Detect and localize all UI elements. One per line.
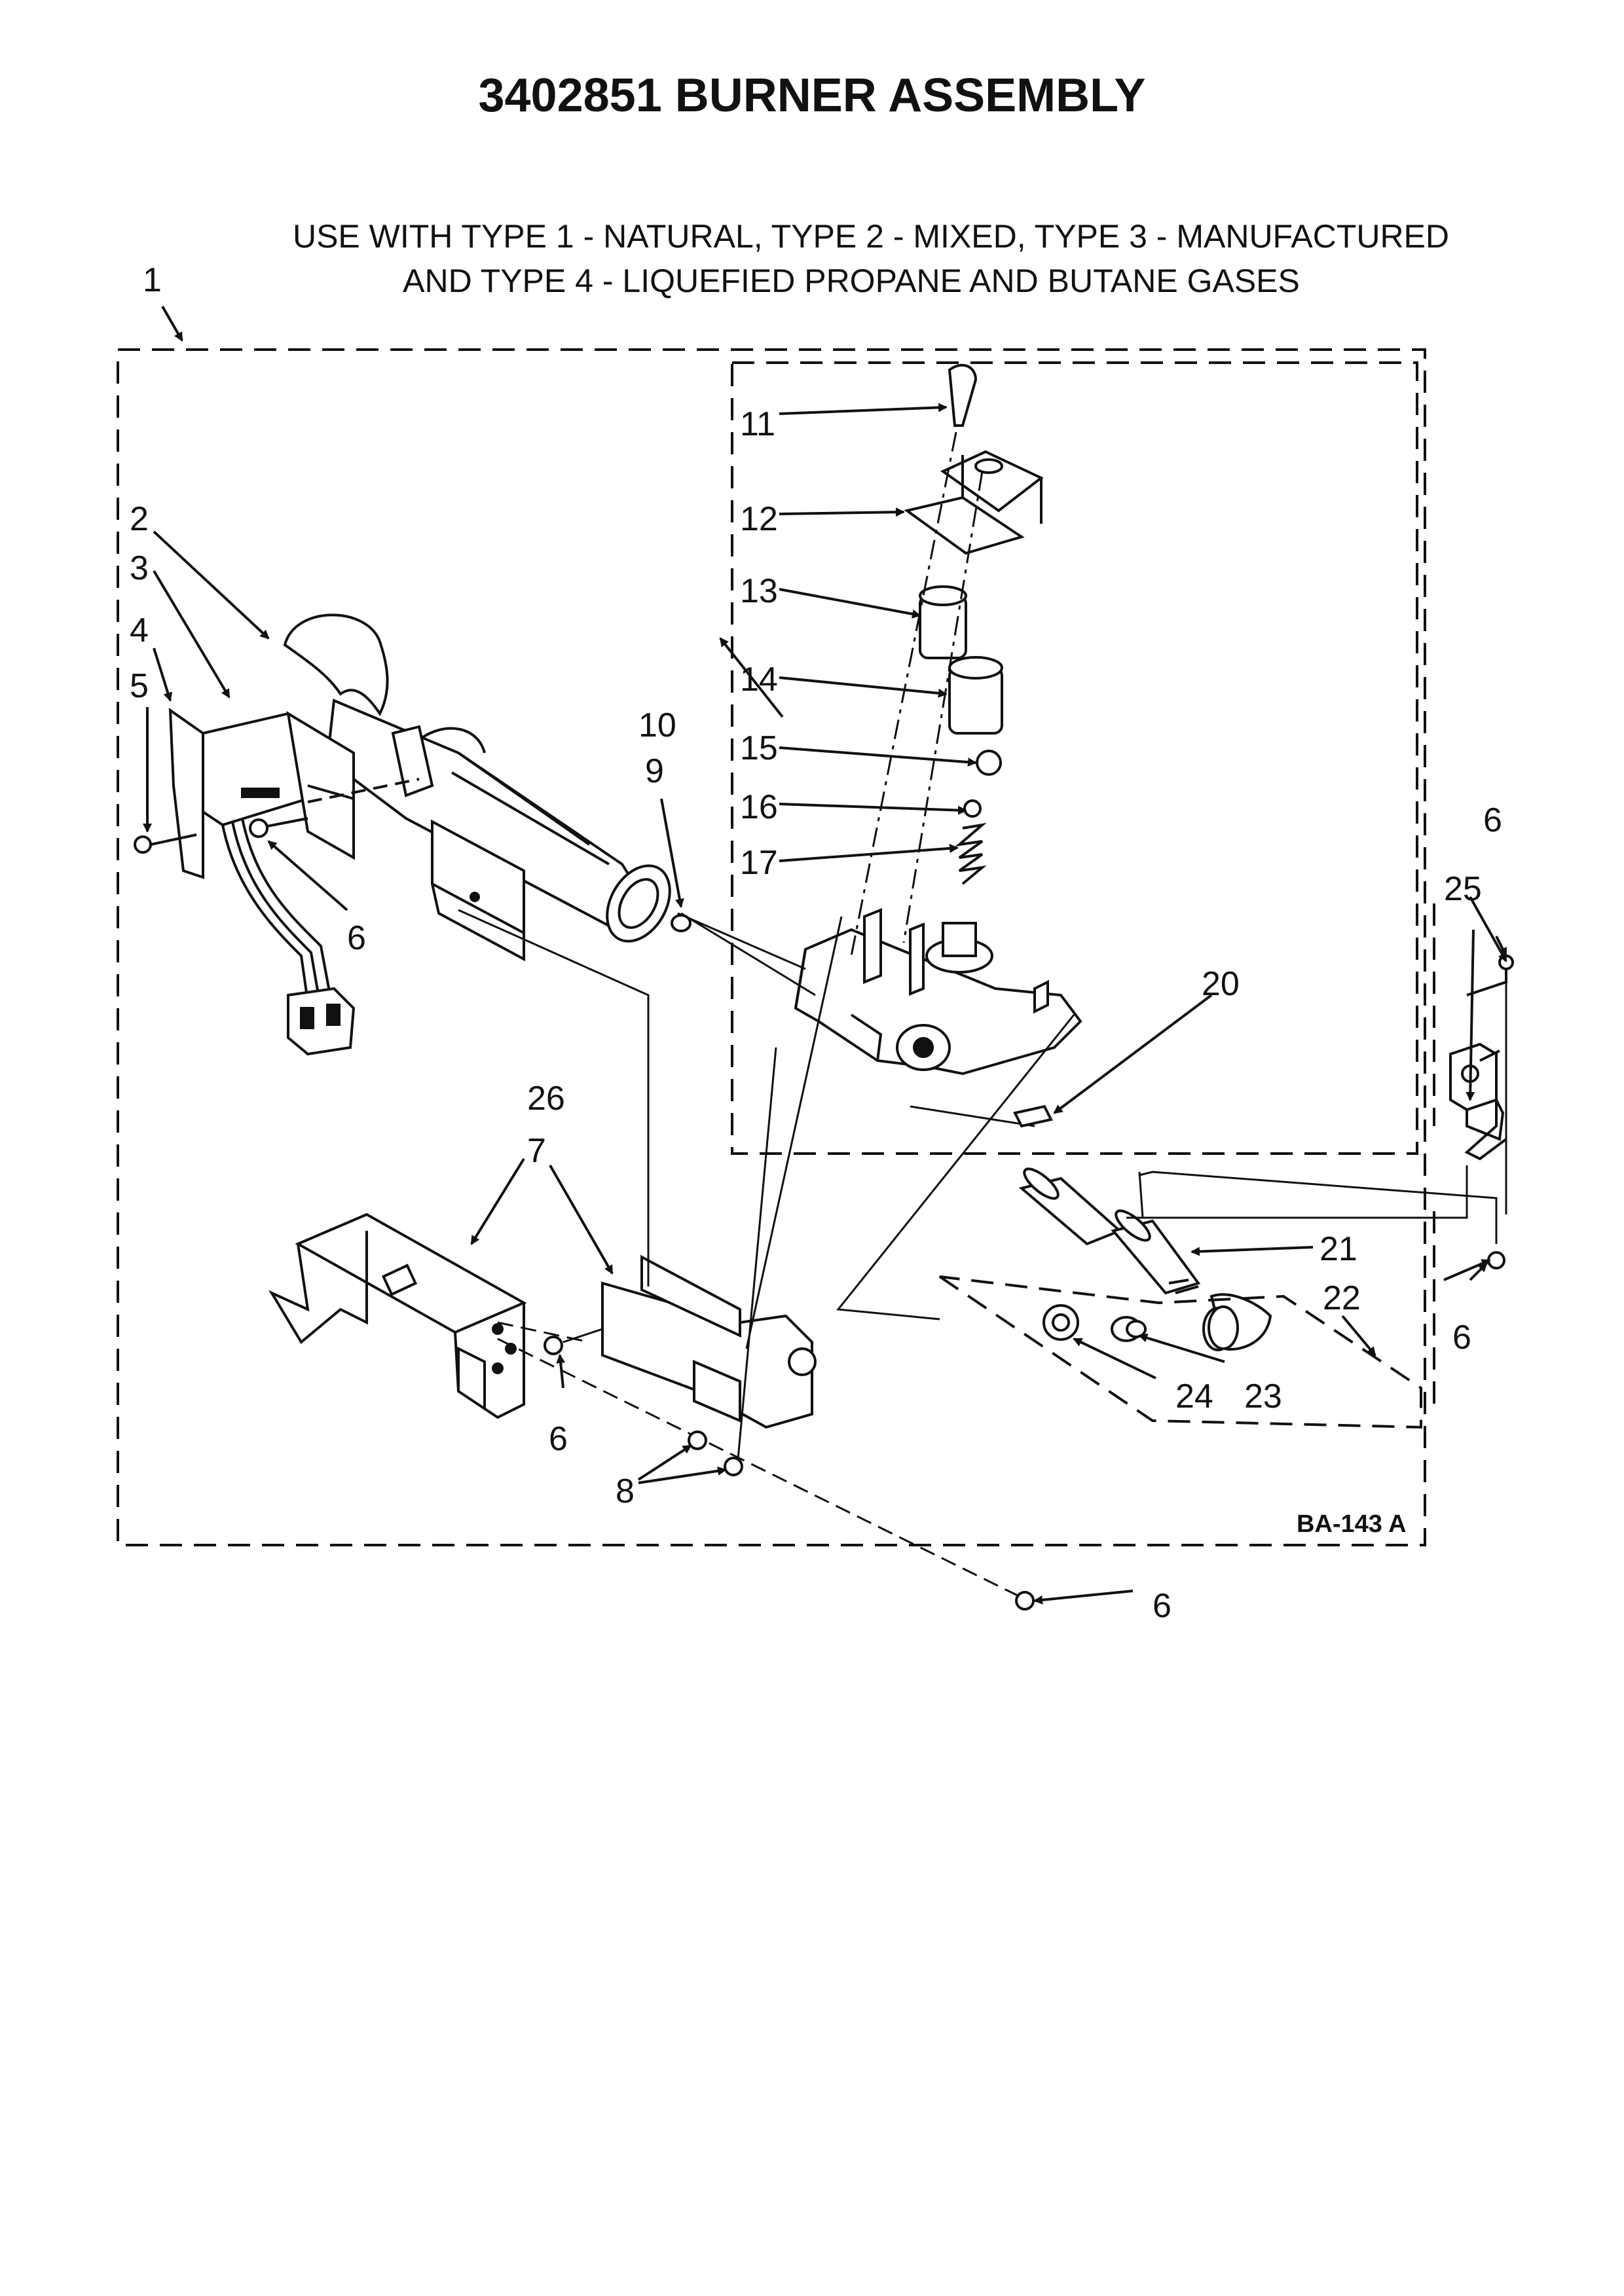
small-screws xyxy=(544,914,1053,1611)
igniter-bracket xyxy=(391,725,525,962)
label-7: 7 xyxy=(527,1132,546,1170)
valve-support-bracket xyxy=(601,1254,817,1429)
label-15: 15 xyxy=(740,729,778,767)
orifice-group-outline xyxy=(938,1275,1422,1429)
label-23: 23 xyxy=(1244,1377,1282,1415)
label-9: 9 xyxy=(645,752,664,790)
sensor-bracket xyxy=(168,708,355,879)
label-8: 8 xyxy=(616,1472,635,1510)
label-1: 1 xyxy=(143,261,162,299)
assembly-lines xyxy=(458,909,1507,1599)
label-21: 21 xyxy=(1320,1230,1357,1268)
label-14: 14 xyxy=(740,661,778,699)
label-5: 5 xyxy=(130,667,149,705)
drawing-code: BA-143 A xyxy=(1297,1510,1407,1538)
valve-group-boundary-box xyxy=(731,361,1418,1155)
label-25: 25 xyxy=(1444,870,1482,908)
assembly-boundary-box xyxy=(117,348,1426,1546)
label-16: 16 xyxy=(740,788,778,826)
label-12: 12 xyxy=(740,500,778,538)
wire-connector xyxy=(287,987,356,1056)
valve-centerlines xyxy=(850,431,984,957)
label-6-right-mid: 6 xyxy=(1452,1319,1471,1357)
left-screws xyxy=(134,778,420,854)
gas-types-line-2: AND TYPE 4 - LIQUEFIED PROPANE AND BUTAN… xyxy=(403,263,1300,299)
label-2: 2 xyxy=(130,500,149,538)
orifice-spring-coil xyxy=(1202,1305,1239,1351)
label-3: 3 xyxy=(130,549,149,587)
callout-arrows xyxy=(143,306,1507,1605)
label-26: 26 xyxy=(527,1080,565,1118)
label-11: 11 xyxy=(740,405,775,443)
label-22: 22 xyxy=(1323,1279,1361,1317)
label-17: 17 xyxy=(740,844,778,882)
side-mount-bracket xyxy=(1449,955,1514,1269)
label-10: 10 xyxy=(638,706,676,744)
valve-mounting-bracket xyxy=(268,1212,527,1419)
label-20: 20 xyxy=(1202,965,1240,1003)
label-6-bottom-left: 6 xyxy=(549,1420,568,1458)
gas-types-line-1: USE WITH TYPE 1 - NATURAL, TYPE 2 - MIXE… xyxy=(292,218,1450,255)
label-24: 24 xyxy=(1175,1377,1213,1415)
page-title: 3402851 BURNER ASSEMBLY xyxy=(478,69,1146,122)
orifice-parts xyxy=(1018,1167,1272,1351)
sensor-wire-harness xyxy=(221,818,332,1002)
valve-coil-stack xyxy=(904,363,1044,885)
label-6-right-top: 6 xyxy=(1483,801,1502,839)
label-13: 13 xyxy=(740,572,778,610)
gas-valve-body xyxy=(794,908,1082,1076)
label-6-left: 6 xyxy=(347,919,366,957)
label-6-bottom: 6 xyxy=(1153,1587,1172,1625)
part-number-labels: 1 2 3 4 5 6 6 6 6 6 7 8 9 10 11 12 13 14… xyxy=(130,261,1502,1625)
label-4: 4 xyxy=(130,611,149,649)
